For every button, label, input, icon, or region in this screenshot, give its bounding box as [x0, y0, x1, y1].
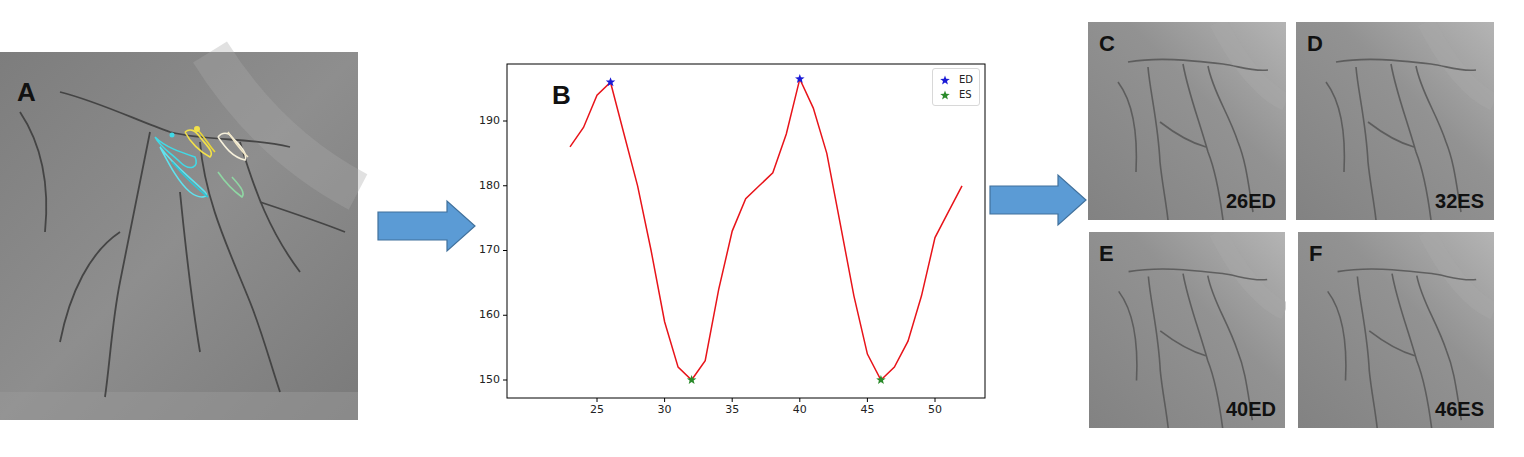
extremum-marker — [876, 375, 886, 384]
tick-label: 40 — [793, 404, 807, 416]
legend-star — [940, 90, 950, 99]
frame-panel: E 40ED — [1088, 232, 1286, 428]
extremum-marker — [687, 375, 697, 384]
tick-label: 30 — [658, 404, 672, 416]
data-line — [570, 79, 962, 380]
tick-mark — [503, 121, 507, 122]
chart-panel: B — [507, 64, 985, 398]
tick-mark — [799, 398, 800, 402]
panel-letter: C — [1099, 32, 1115, 56]
frame-panel: C 26ED — [1088, 22, 1286, 220]
tick-mark — [732, 398, 733, 402]
legend-row: ED — [939, 72, 973, 87]
tick-label: 35 — [725, 404, 739, 416]
panel-letter: B — [552, 81, 571, 110]
frame-label: 26ED — [1226, 190, 1276, 212]
extremum-marker — [606, 77, 616, 86]
tick-label: 45 — [860, 404, 874, 416]
panel-letter: F — [1309, 242, 1322, 266]
frame-label: 46ES — [1435, 398, 1484, 420]
tick-label: 160 — [479, 309, 500, 321]
legend-box: ED ES — [932, 68, 980, 106]
tick-mark — [503, 380, 507, 381]
legend-marker — [939, 89, 951, 101]
frame-label: 40ED — [1226, 398, 1276, 420]
panel-letter: E — [1099, 242, 1114, 266]
legend-row: ES — [939, 87, 973, 102]
flow-arrow — [378, 201, 475, 251]
tick-label: 150 — [479, 374, 500, 386]
tick-mark — [503, 315, 507, 316]
panel-letter: A — [17, 78, 36, 107]
tick-mark — [597, 398, 598, 402]
tick-label: 190 — [479, 115, 500, 127]
frame-label: 32ES — [1435, 190, 1484, 212]
tick-mark — [664, 398, 665, 402]
tick-label: 50 — [928, 404, 942, 416]
frame-panel: D 32ES — [1296, 22, 1494, 220]
legend-star — [940, 75, 950, 84]
panel-letter: D — [1307, 32, 1323, 56]
frame-panel: F 46ES — [1298, 232, 1494, 428]
legend-text: ES — [959, 89, 972, 100]
image-panel: A — [0, 52, 358, 420]
tick-label: 25 — [590, 404, 604, 416]
tick-mark — [935, 398, 936, 402]
tick-label: 170 — [479, 244, 500, 256]
extremum-marker — [795, 74, 805, 83]
tick-label: 180 — [479, 180, 500, 192]
tick-mark — [503, 250, 507, 251]
tick-mark — [867, 398, 868, 402]
legend-text: ED — [959, 74, 973, 85]
tick-mark — [503, 185, 507, 186]
legend-marker — [939, 74, 951, 86]
flow-arrow — [990, 175, 1086, 225]
